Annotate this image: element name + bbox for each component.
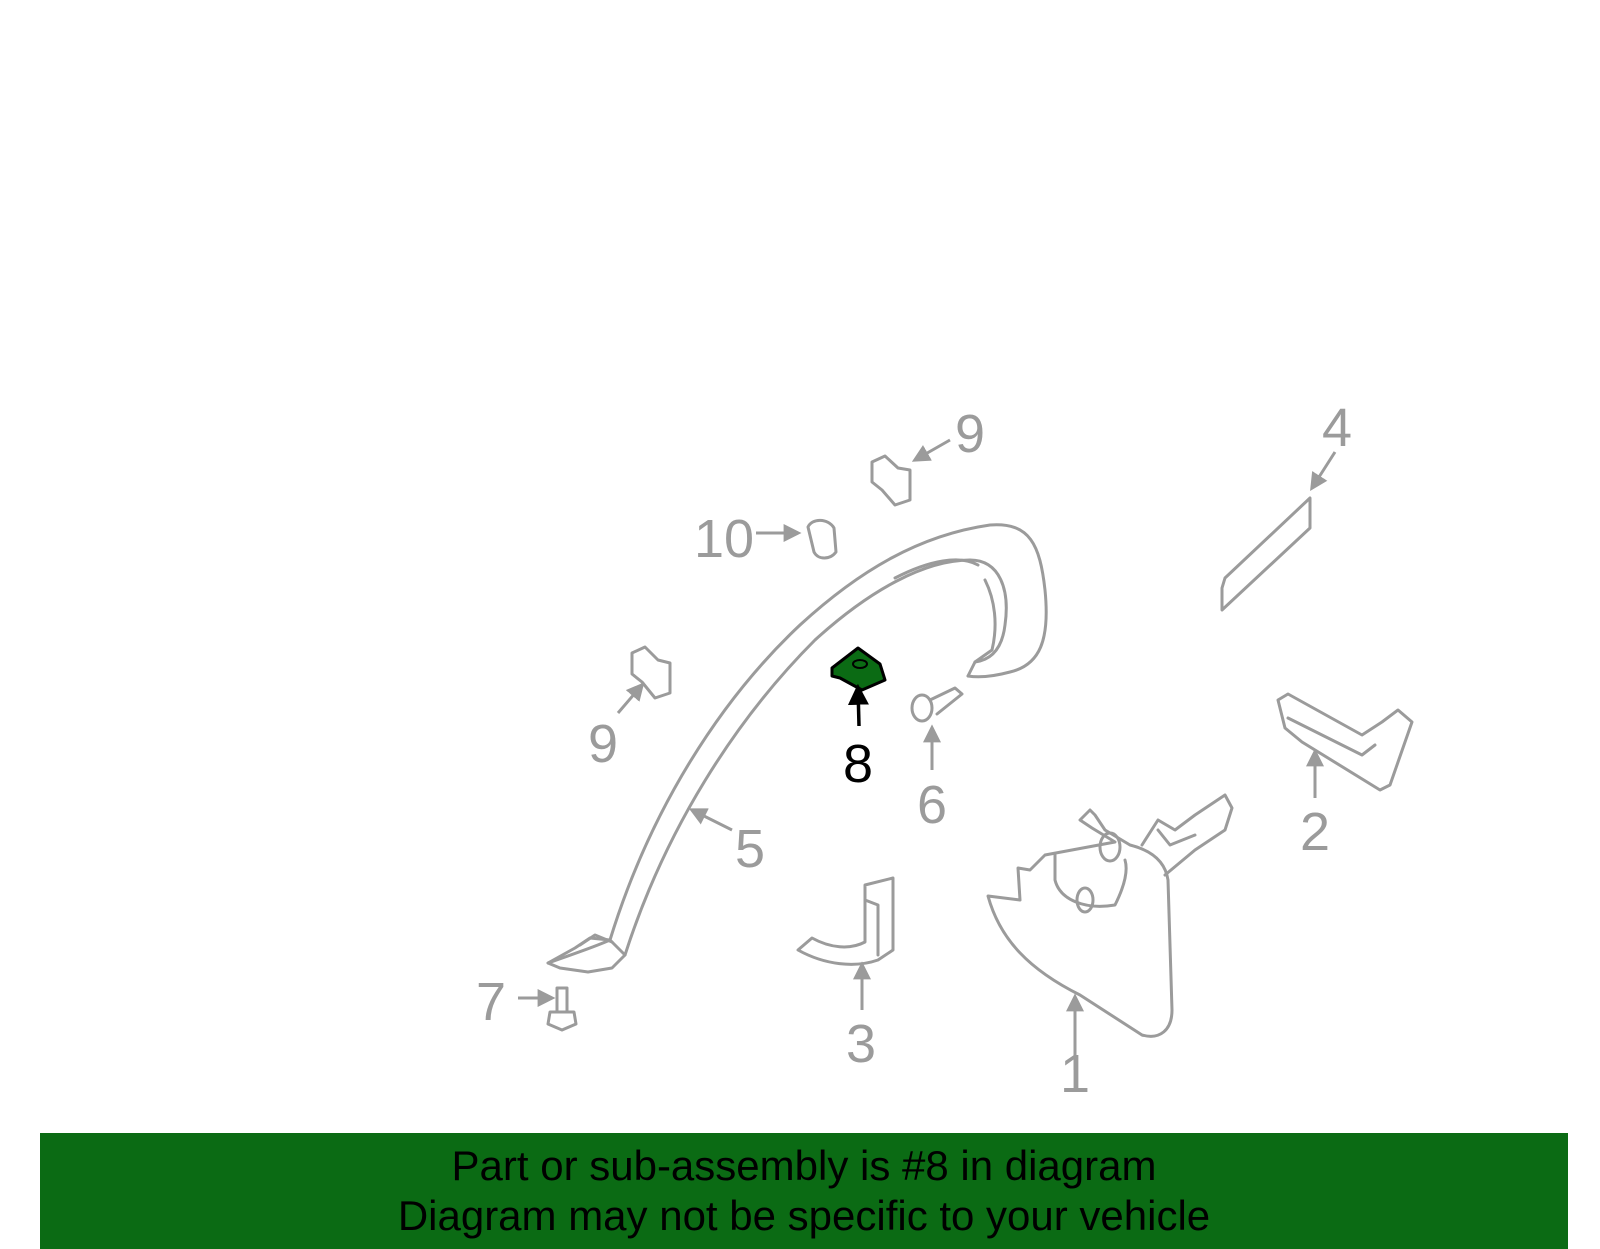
part-7-bolt xyxy=(546,986,578,1032)
callout-7: 7 xyxy=(476,972,506,1032)
part-8-shape xyxy=(830,646,887,692)
callout-4: 4 xyxy=(1322,398,1352,458)
arrow-4 xyxy=(1310,451,1337,492)
callout-1: 1 xyxy=(1060,1044,1090,1104)
part-10-grommet xyxy=(806,518,838,560)
part-1-mudflap xyxy=(986,793,1234,1038)
callout-6: 6 xyxy=(917,775,947,835)
callout-9-upper: 9 xyxy=(955,404,985,464)
part-3-bracket xyxy=(796,876,895,966)
part-5-arch-molding xyxy=(546,523,1048,974)
arrow-9-left xyxy=(616,682,645,714)
arrow-9-upper xyxy=(911,438,951,462)
part-6-screw xyxy=(910,686,964,723)
info-banner: Part or sub-assembly is #8 in diagram Di… xyxy=(40,1133,1568,1249)
part-4-strip xyxy=(1220,496,1312,612)
part-9-clip-upper xyxy=(870,454,912,507)
banner-line-1: Part or sub-assembly is #8 in diagram xyxy=(451,1142,1157,1189)
callout-3: 3 xyxy=(846,1014,876,1074)
part-2-bracket xyxy=(1276,692,1414,792)
callout-8: 8 xyxy=(843,734,873,794)
banner-line-2: Diagram may not be specific to your vehi… xyxy=(397,1192,1211,1239)
callout-5: 5 xyxy=(735,819,765,879)
callout-10: 10 xyxy=(694,509,754,569)
arrow-5 xyxy=(688,808,733,832)
part-9-clip-left xyxy=(630,645,672,700)
callout-2: 2 xyxy=(1300,802,1330,862)
callout-9-left: 9 xyxy=(588,714,618,774)
part-8-clip-highlighted xyxy=(830,646,887,692)
arrow-8 xyxy=(847,683,869,727)
